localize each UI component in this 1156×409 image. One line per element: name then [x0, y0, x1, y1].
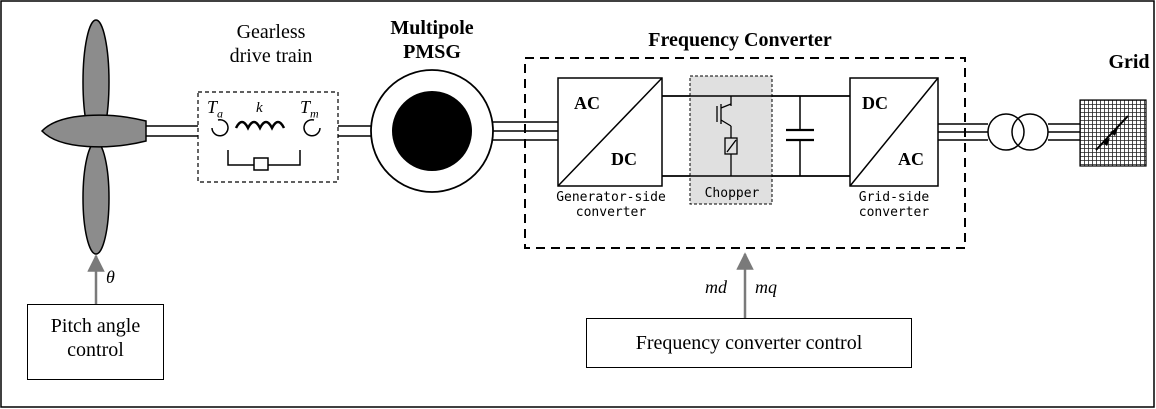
gen-conv-caption-line1: Generator-side	[556, 190, 666, 205]
blade-bottom	[82, 141, 110, 255]
generator-side-converter	[557, 77, 663, 187]
torque-m-label: Tm	[300, 96, 319, 125]
transformer-icon	[987, 113, 1049, 151]
generator-label-line2: PMSG	[403, 41, 461, 63]
phase-lines-3	[1048, 123, 1080, 141]
pitch-control-line2: control	[67, 339, 124, 361]
torque-a-symbol: T	[207, 97, 218, 117]
drive-train-label: Gearless drive train	[226, 20, 316, 68]
torque-m-symbol: T	[300, 97, 311, 117]
mq-label: mq	[755, 277, 777, 297]
chopper-block	[662, 75, 850, 205]
pitch-angle-control-box: Pitch angle control	[27, 304, 164, 380]
grid-conv-dc-label: DC	[862, 93, 888, 113]
chopper-label: Chopper	[704, 186, 760, 201]
grid-conv-caption-line1: Grid-side	[858, 190, 930, 205]
torque-a-subscript: a	[217, 106, 224, 121]
drive-train-mechanism	[211, 119, 321, 171]
shaft-1	[146, 125, 198, 137]
igbt-icon	[716, 96, 738, 176]
grid-conv-ac-label: AC	[898, 149, 924, 169]
grid-conv-caption: Grid-side converter	[848, 190, 940, 220]
torque-m-subscript: m	[310, 106, 319, 121]
drive-train-label-line2: drive train	[229, 45, 313, 67]
nacelle-hub	[40, 114, 147, 148]
drive-train-label-line1: Gearless	[236, 21, 306, 43]
grid-icon	[1079, 99, 1147, 167]
generator-label-line1: Multipole	[390, 17, 474, 39]
frequency-converter-title: Frequency Converter	[648, 29, 832, 51]
phase-lines-2	[938, 123, 988, 141]
gen-conv-caption: Generator-side converter	[556, 190, 666, 220]
pitch-control-line1: Pitch angle	[50, 315, 141, 337]
pmsg-generator-icon	[370, 69, 494, 193]
grid-conv-caption-line2: converter	[858, 205, 930, 220]
converter-control-label: Frequency converter control	[635, 332, 863, 354]
theta-label: θ	[106, 267, 115, 287]
torque-a-label: Ta	[207, 96, 223, 125]
drive-train-box	[197, 91, 339, 183]
gen-conv-ac-label: AC	[574, 93, 600, 113]
grid-label: Grid	[1108, 51, 1150, 73]
generator-label: Multipole PMSG	[380, 16, 484, 64]
stiffness-label: k	[256, 100, 263, 116]
md-label: md	[705, 277, 727, 297]
shaft-2	[338, 125, 372, 137]
gen-conv-dc-label: DC	[611, 149, 637, 169]
dc-capacitor-icon	[786, 96, 814, 176]
wind-turbine-icon	[40, 19, 147, 255]
gen-conv-caption-line2: converter	[575, 205, 647, 220]
frequency-converter-control-box: Frequency converter control	[586, 318, 912, 368]
